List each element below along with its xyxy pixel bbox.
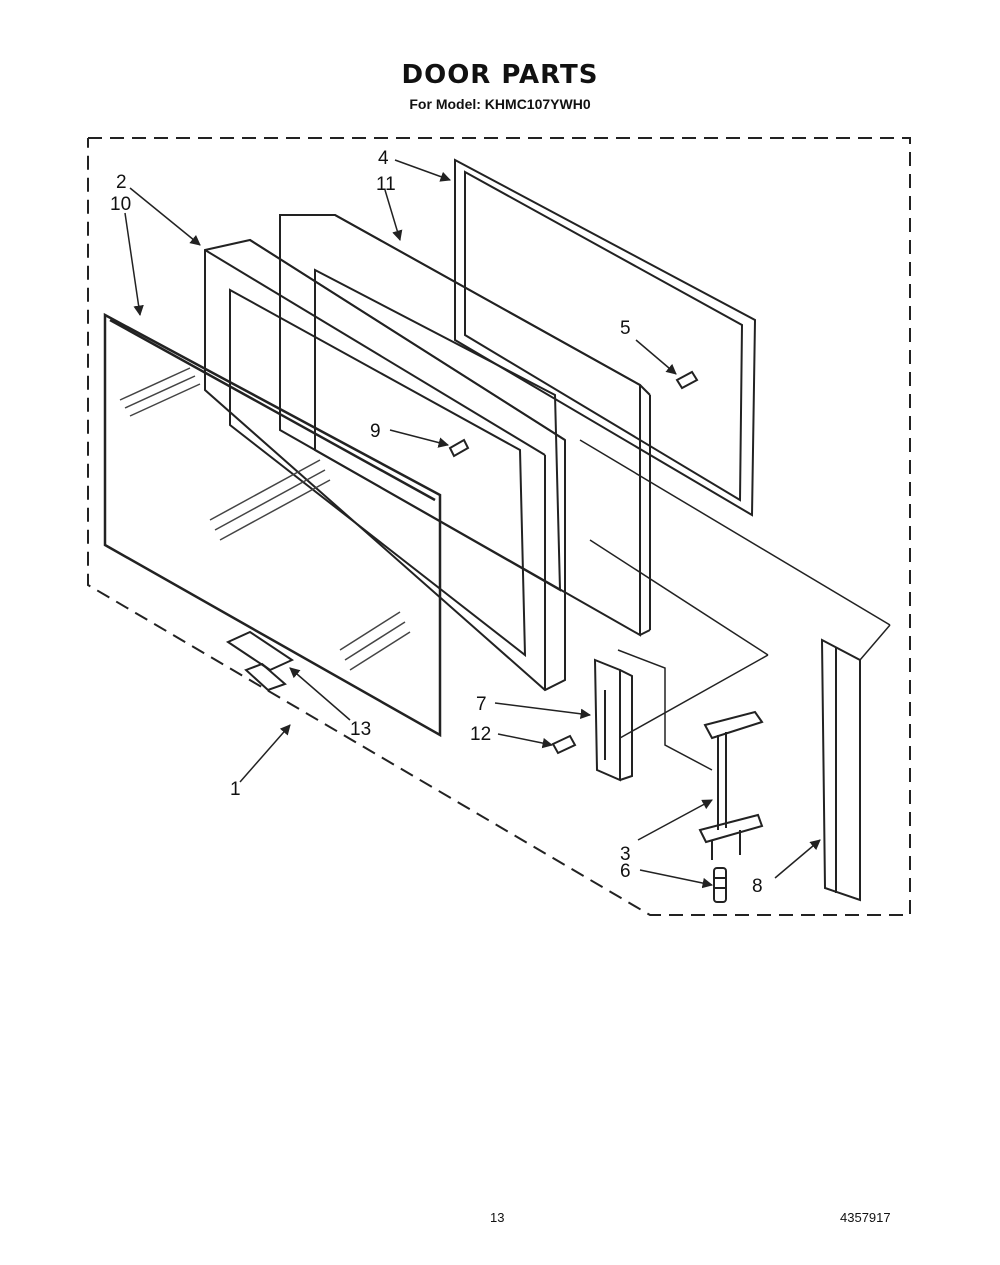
callout-6: 6: [620, 861, 631, 882]
callout-2: 2: [116, 172, 127, 193]
part-screw-9: [448, 438, 470, 458]
model-subtitle: For Model: KHMC107YWH0: [409, 96, 591, 112]
callout-13: 13: [350, 719, 371, 740]
callout-10: 10: [110, 194, 131, 215]
glass-reflection-marks: [119, 367, 411, 671]
leader-lines: [124, 159, 821, 889]
assembly-boundary: [87, 137, 911, 916]
callout-5: 5: [620, 318, 631, 339]
part-door-frame: [204, 238, 566, 692]
callout-4: 4: [378, 148, 389, 169]
callout-7: 7: [476, 694, 487, 715]
part-glass-panel: [103, 312, 442, 738]
part-door-gasket: [454, 158, 757, 517]
callout-3: 3: [620, 844, 631, 865]
page-number: 13: [490, 1210, 505, 1225]
part-hinge-plate: [593, 658, 633, 782]
part-choke-panel: [279, 214, 651, 637]
callout-1: 1: [230, 779, 241, 800]
part-screw-5: [675, 370, 699, 390]
part-latch-spring: [713, 867, 727, 903]
callout-9: 9: [370, 421, 381, 442]
part-screw-12: [551, 734, 577, 755]
document-code: 4357917: [840, 1210, 891, 1225]
page-title: DOOR PARTS: [401, 60, 599, 90]
callout-8: 8: [752, 876, 763, 897]
part-latch-lever: [698, 710, 764, 860]
projection-lines: [579, 439, 891, 771]
part-handle-bracket: [225, 630, 295, 692]
callout-11: 11: [376, 174, 396, 195]
small-screws: [448, 370, 699, 458]
part-side-trim: [820, 638, 861, 902]
callout-12: 12: [470, 724, 491, 745]
